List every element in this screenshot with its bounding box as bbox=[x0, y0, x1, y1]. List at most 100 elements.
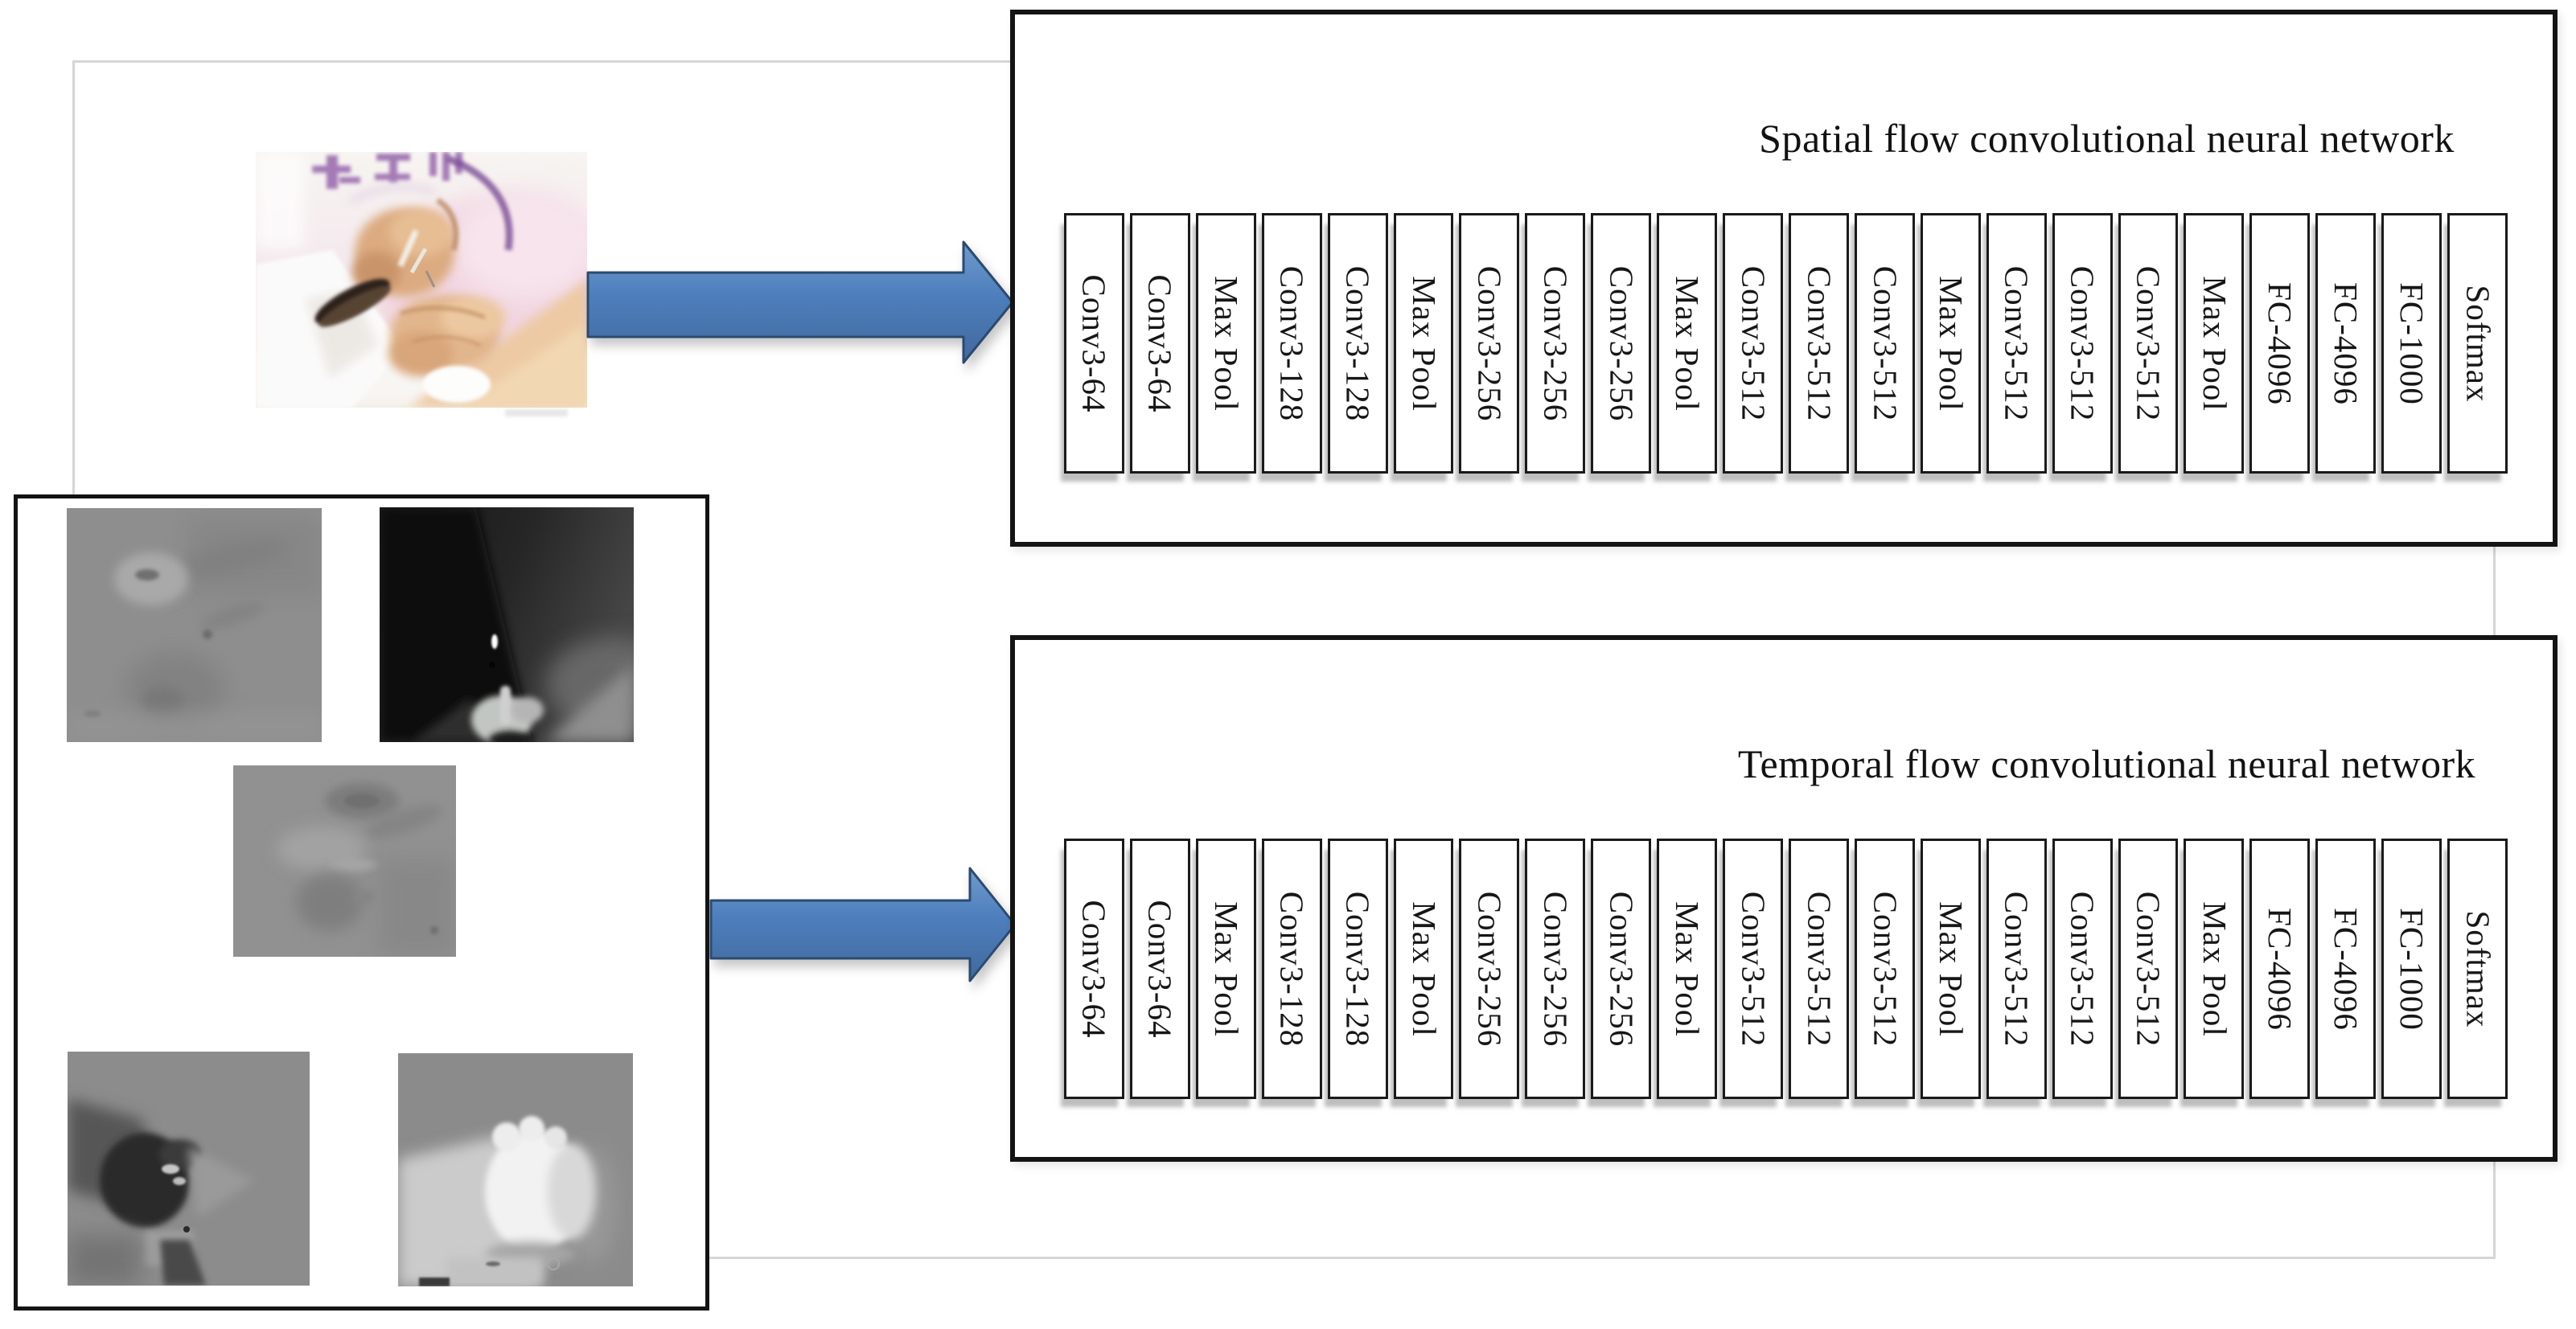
layer-label: Conv3-256 bbox=[1471, 265, 1509, 421]
layer-box-5: Max Pool bbox=[1393, 839, 1454, 1099]
layer-label: Conv3-256 bbox=[1603, 891, 1641, 1047]
layer-label: Conv3-128 bbox=[1273, 891, 1311, 1047]
layer-label: Max Pool bbox=[1669, 275, 1707, 412]
layer-label: Conv3-128 bbox=[1339, 891, 1377, 1047]
layer-box-18: FC-4096 bbox=[2249, 213, 2311, 474]
layer-box-8: Conv3-256 bbox=[1591, 213, 1652, 474]
layer-box-10: Conv3-512 bbox=[1723, 839, 1783, 1099]
spatial-network-title: Spatial flow convolutional neural networ… bbox=[1759, 116, 2455, 161]
layer-label: Max Pool bbox=[2196, 900, 2233, 1037]
layer-box-18: FC-4096 bbox=[2249, 839, 2311, 1099]
layer-box-12: Conv3-512 bbox=[1854, 213, 1915, 474]
layer-box-21: Softmax bbox=[2447, 839, 2508, 1099]
layer-label: FC-4096 bbox=[2262, 907, 2299, 1031]
temporal-layer-row: Conv3-64 Conv3-64 Max Pool Conv3-128 Con… bbox=[1064, 839, 2508, 1099]
layer-label: Conv3-256 bbox=[1471, 891, 1509, 1047]
layer-box-9: Max Pool bbox=[1657, 213, 1718, 474]
photo-watermark-smudge bbox=[505, 409, 568, 416]
layer-label: Conv3-64 bbox=[1075, 900, 1113, 1038]
layer-box-16: Conv3-512 bbox=[2118, 213, 2179, 474]
layer-label: Conv3-512 bbox=[1800, 265, 1838, 421]
needle bbox=[397, 229, 419, 268]
layer-box-12: Conv3-512 bbox=[1854, 839, 1915, 1099]
optical-flow-image-3 bbox=[233, 765, 456, 957]
spatial-layer-row: Conv3-64 Conv3-64 Max Pool Conv3-128 Con… bbox=[1064, 213, 2508, 474]
layer-label: Conv3-512 bbox=[2064, 891, 2101, 1047]
layer-label: Softmax bbox=[2459, 910, 2496, 1028]
layer-box-3: Conv3-128 bbox=[1261, 839, 1322, 1099]
layer-label: Conv3-128 bbox=[1339, 265, 1377, 421]
optical-flow-image-2 bbox=[380, 507, 634, 742]
layer-box-10: Conv3-512 bbox=[1723, 213, 1783, 474]
rgb-input-photo bbox=[256, 152, 587, 408]
layer-box-13: Max Pool bbox=[1920, 839, 1981, 1099]
layer-box-11: Conv3-512 bbox=[1788, 839, 1849, 1099]
layer-box-20: FC-1000 bbox=[2381, 839, 2442, 1099]
layer-box-13: Max Pool bbox=[1920, 213, 1981, 474]
layer-label: Max Pool bbox=[1207, 275, 1245, 412]
gauze-cotton bbox=[423, 366, 491, 403]
layer-box-15: Conv3-512 bbox=[2052, 839, 2113, 1099]
layer-box-4: Conv3-128 bbox=[1327, 213, 1388, 474]
optical-flow-image-5 bbox=[398, 1053, 633, 1286]
layer-label: Conv3-512 bbox=[2130, 265, 2167, 421]
layer-label: FC-1000 bbox=[2393, 281, 2431, 405]
layer-label: Max Pool bbox=[1207, 900, 1245, 1037]
layer-label: Conv3-512 bbox=[2064, 265, 2101, 421]
layer-label: Conv3-128 bbox=[1273, 265, 1311, 421]
layer-box-20: FC-1000 bbox=[2381, 213, 2442, 474]
layer-label: Conv3-64 bbox=[1141, 900, 1179, 1038]
layer-label: FC-4096 bbox=[2327, 281, 2365, 405]
layer-box-19: FC-4096 bbox=[2315, 213, 2377, 474]
layer-label: Max Pool bbox=[1405, 900, 1443, 1037]
spatial-network-box: Spatial flow convolutional neural networ… bbox=[1010, 10, 2558, 547]
layer-box-7: Conv3-256 bbox=[1525, 213, 1586, 474]
layer-box-8: Conv3-256 bbox=[1591, 839, 1652, 1099]
layer-label: Conv3-512 bbox=[1998, 891, 2036, 1047]
layer-label: Conv3-512 bbox=[1866, 265, 1904, 421]
layer-label: FC-1000 bbox=[2393, 907, 2431, 1031]
layer-label: Max Pool bbox=[1932, 900, 1970, 1037]
layer-box-2: Max Pool bbox=[1195, 839, 1256, 1099]
layer-box-1: Conv3-64 bbox=[1129, 213, 1190, 474]
spatial-flow-arrow-icon bbox=[586, 240, 1014, 364]
temporal-network-box: Temporal flow convolutional neural netwo… bbox=[1010, 635, 2558, 1162]
layer-box-11: Conv3-512 bbox=[1788, 213, 1849, 474]
layer-label: Softmax bbox=[2459, 285, 2496, 402]
layer-box-7: Conv3-256 bbox=[1525, 839, 1586, 1099]
layer-label: Conv3-64 bbox=[1141, 274, 1179, 412]
layer-box-0: Conv3-64 bbox=[1064, 839, 1124, 1099]
layer-box-16: Conv3-512 bbox=[2118, 839, 2179, 1099]
layer-label: Conv3-512 bbox=[1866, 891, 1904, 1047]
layer-label: Conv3-64 bbox=[1075, 274, 1113, 412]
layer-box-6: Conv3-256 bbox=[1459, 213, 1520, 474]
temporal-flow-arrow-icon bbox=[709, 867, 1017, 982]
layer-box-17: Max Pool bbox=[2184, 839, 2245, 1099]
layer-label: Max Pool bbox=[1669, 900, 1707, 1037]
layer-label: Max Pool bbox=[1405, 275, 1443, 412]
layer-label: Conv3-256 bbox=[1537, 265, 1575, 421]
layer-box-1: Conv3-64 bbox=[1129, 839, 1190, 1099]
layer-label: Conv3-512 bbox=[1998, 265, 2036, 421]
layer-box-14: Conv3-512 bbox=[1986, 213, 2047, 474]
layer-box-0: Conv3-64 bbox=[1064, 213, 1124, 474]
layer-box-17: Max Pool bbox=[2184, 213, 2245, 474]
layer-label: Conv3-512 bbox=[1735, 265, 1773, 421]
layer-label: Conv3-512 bbox=[1735, 891, 1773, 1047]
layer-box-3: Conv3-128 bbox=[1261, 213, 1322, 474]
optical-flow-panel bbox=[14, 494, 709, 1311]
layer-box-9: Max Pool bbox=[1657, 839, 1718, 1099]
layer-label: Max Pool bbox=[2196, 275, 2233, 412]
wristband bbox=[314, 278, 391, 327]
optical-flow-image-4 bbox=[68, 1052, 310, 1286]
layer-box-6: Conv3-256 bbox=[1459, 839, 1520, 1099]
layer-box-19: FC-4096 bbox=[2315, 839, 2377, 1099]
layer-label: Conv3-256 bbox=[1537, 891, 1575, 1047]
temporal-network-title: Temporal flow convolutional neural netwo… bbox=[1737, 741, 2476, 786]
layer-box-5: Max Pool bbox=[1393, 213, 1454, 474]
layer-box-14: Conv3-512 bbox=[1986, 839, 2047, 1099]
layer-label: FC-4096 bbox=[2327, 907, 2365, 1031]
layer-label: Max Pool bbox=[1932, 275, 1970, 412]
layer-label: FC-4096 bbox=[2262, 281, 2299, 405]
